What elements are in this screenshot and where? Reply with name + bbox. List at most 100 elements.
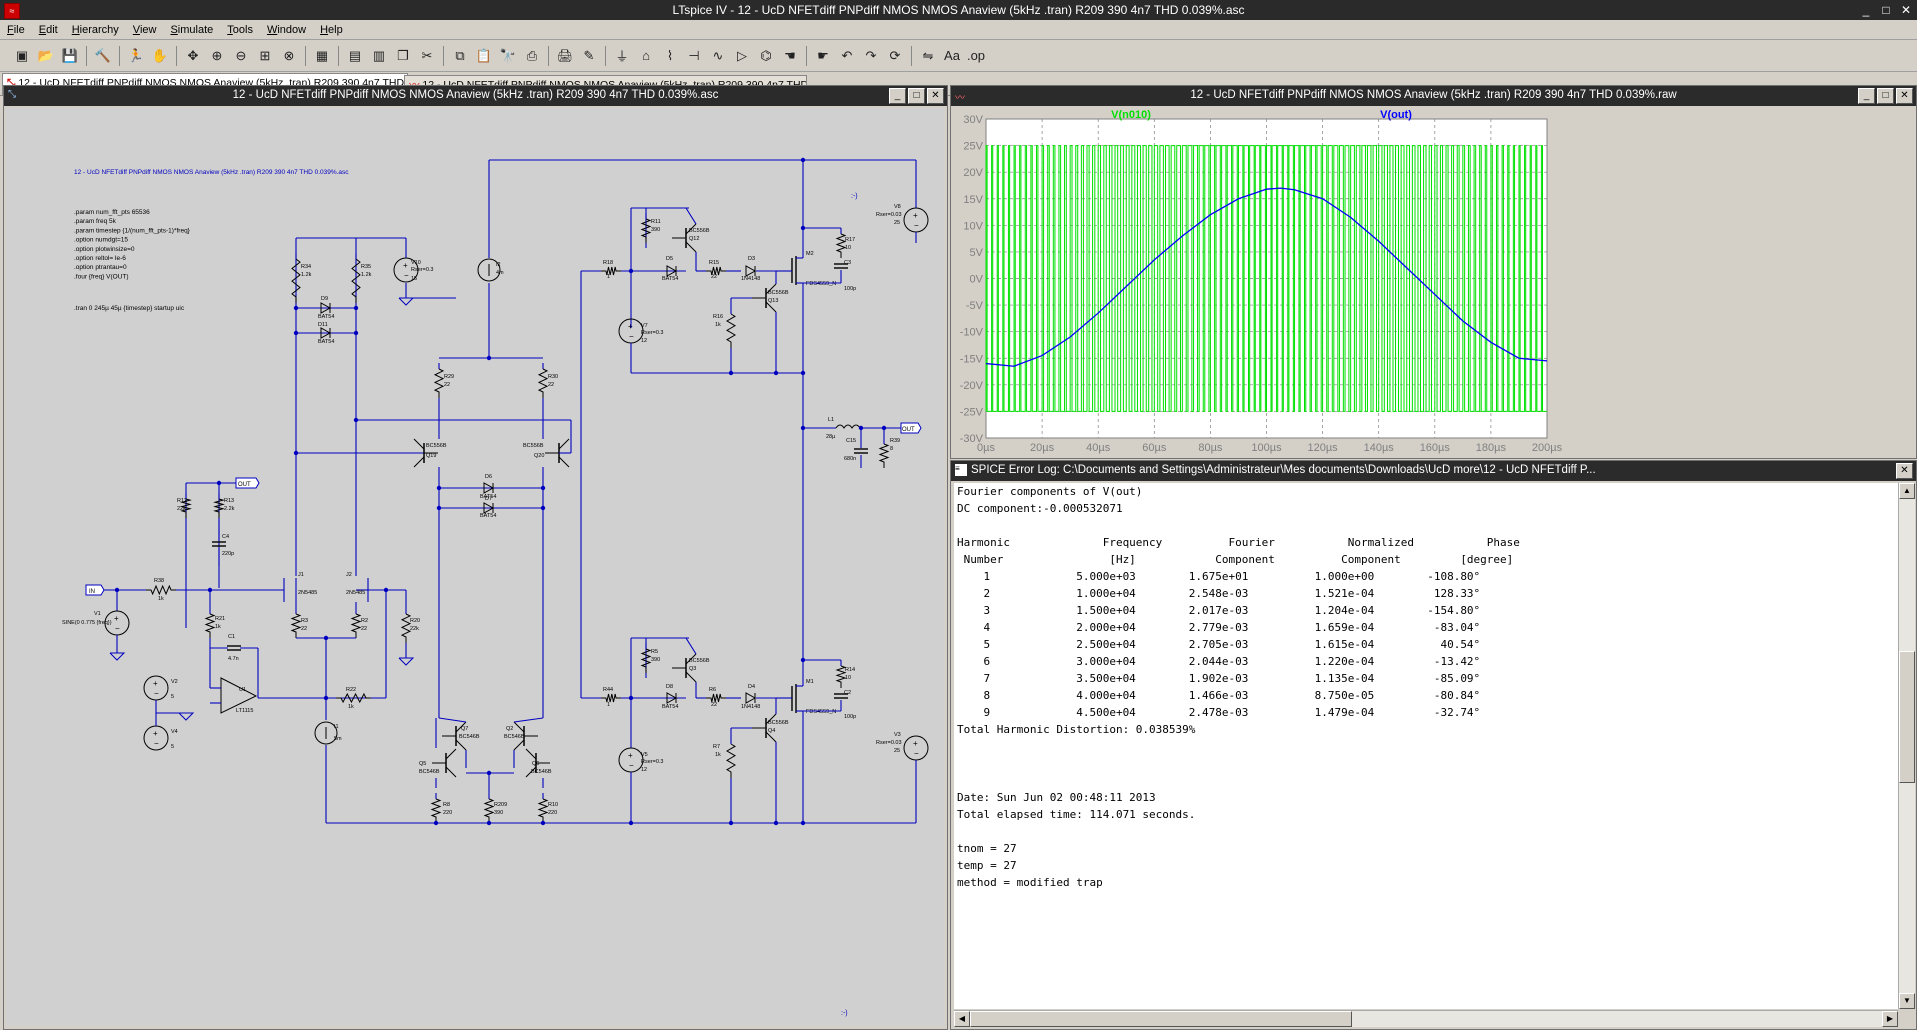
menu-view[interactable]: View [132, 23, 157, 36]
drag-icon[interactable]: ☛ [817, 47, 829, 63]
pan-icon[interactable]: ✥ [187, 47, 199, 63]
save-icon[interactable]: 💾 [61, 47, 79, 63]
scroll-down-icon[interactable]: ▼ [1899, 993, 1915, 1009]
maximize-button[interactable]: □ [1877, 88, 1894, 104]
close-icon[interactable]: ✕ [1900, 3, 1912, 17]
text-icon[interactable]: Aa [944, 48, 960, 63]
component-icon[interactable]: ⌬ [760, 47, 772, 63]
net-label-in [85, 584, 105, 596]
menu-help[interactable]: Help [320, 23, 343, 36]
component-label: Q7 [461, 726, 468, 732]
component-label: R20 [410, 618, 420, 624]
label-net-icon[interactable]: ⌂ [642, 48, 650, 63]
copy-icon[interactable]: ⧉ [455, 47, 465, 63]
component-label: Q3 [689, 666, 696, 672]
print-icon[interactable]: 🖨 [556, 47, 574, 63]
spice-directive: .option ptrantau=0 [74, 264, 127, 271]
component-label: FDS4559_N [806, 281, 836, 287]
fourier-header-2: Number [Hz] Component Component [degree] [957, 553, 1514, 566]
log-line: DC component:-0.000532071 [957, 502, 1123, 515]
component-label: C2 [844, 690, 851, 696]
component-label: R18 [603, 260, 613, 266]
open-icon[interactable]: 📂 [37, 47, 55, 63]
zoom-in-icon[interactable]: ⊕ [211, 47, 223, 63]
source-plus-icon: + [403, 261, 408, 270]
ground-icon[interactable]: ⏚ [615, 49, 629, 64]
scroll-thumb[interactable] [970, 1011, 1352, 1027]
tile-horizontal-icon[interactable]: ▤ [348, 47, 362, 63]
diode-symbol [666, 265, 678, 277]
redo-icon[interactable]: ↷ [865, 47, 877, 63]
error-log-text[interactable]: Fourier components of V(out) DC componen… [954, 483, 1898, 1009]
resistor-icon[interactable]: ⌇ [666, 47, 674, 63]
print-setup-icon[interactable]: ⎙ [526, 47, 538, 63]
maximize-button[interactable]: □ [908, 88, 925, 104]
component-label: 1k [215, 624, 221, 630]
source-minus-icon: − [629, 332, 634, 341]
menu-tools[interactable]: Tools [227, 23, 253, 36]
ltspice-logo-icon[interactable]: ≈ [4, 3, 20, 19]
diode-icon[interactable]: ▷ [737, 47, 747, 63]
close-button[interactable]: ✕ [1896, 88, 1913, 104]
component-label: 1 [607, 702, 610, 708]
component-label: I1 [334, 724, 339, 730]
scroll-right-icon[interactable]: ▶ [1882, 1011, 1898, 1027]
schematic-canvas[interactable]: 12 - UcD NFETdiff PNPdiff NMOS NMOS Anav… [6, 108, 945, 1026]
control-panel-icon[interactable]: 🔨 [94, 47, 112, 63]
draw-wire-icon[interactable]: ✎ [583, 47, 595, 63]
menu-simulate[interactable]: Simulate [170, 23, 214, 36]
find-icon[interactable]: 🔭 [499, 47, 517, 63]
run-icon[interactable]: 🏃 [127, 47, 145, 63]
autorange-icon[interactable]: ▦ [315, 47, 329, 63]
move-icon[interactable]: ☚ [784, 47, 796, 63]
close-button[interactable]: ✕ [1896, 463, 1913, 479]
scroll-left-icon[interactable]: ◀ [954, 1011, 970, 1027]
rotate-icon[interactable]: ⟳ [889, 47, 901, 63]
component-label: 390 [651, 227, 660, 233]
transistor-symbol [685, 671, 697, 683]
zoom-fit-icon[interactable]: ⊞ [259, 47, 271, 63]
cut-icon[interactable]: ✂ [421, 47, 433, 63]
spice-directive-icon[interactable]: .op [966, 48, 986, 63]
tile-vertical-icon[interactable]: ▥ [372, 47, 386, 63]
menu-edit[interactable]: Edit [38, 23, 58, 36]
tran-directive: .tran 0 245µ 45µ {timestep} startup uic [74, 305, 185, 312]
minimize-button[interactable]: _ [889, 88, 906, 104]
undo-icon[interactable]: ↶ [841, 47, 853, 63]
current-source-symbol [314, 721, 338, 745]
menu-hierarchy[interactable]: Hierarchy [71, 23, 119, 36]
source-minus-icon: − [914, 749, 919, 758]
halt-icon[interactable]: ✋ [151, 47, 169, 63]
schematic-window: ⤡ 12 - UcD NFETdiff PNPdiff NMOS NMOS An… [3, 85, 948, 1030]
scroll-up-icon[interactable]: ▲ [1899, 483, 1915, 499]
component-label: R209 [494, 802, 507, 808]
capacitor-icon[interactable]: ⊣ [688, 47, 700, 63]
component-label: BC546B [419, 769, 440, 775]
close-button[interactable]: ✕ [927, 88, 944, 104]
menu-file[interactable]: File [7, 23, 25, 36]
new-schematic-icon[interactable]: ▣ [15, 47, 29, 63]
inductor-icon[interactable]: ∿ [712, 47, 724, 63]
scroll-thumb[interactable] [1899, 651, 1915, 783]
component-label: 10 [845, 245, 851, 251]
maximize-icon[interactable]: □ [1882, 3, 1890, 17]
wire-junction [486, 820, 492, 826]
legend-v-n010: V(n010) [1111, 109, 1151, 121]
mirror-icon[interactable]: ⇋ [922, 47, 934, 63]
source-plus-icon: + [913, 211, 918, 220]
component-label: BAT54 [318, 314, 334, 320]
minimize-button[interactable]: _ [1858, 88, 1875, 104]
log-vertical-scrollbar[interactable]: ▲ ▼ [1898, 483, 1915, 1009]
x-tick-label: 120µs [1307, 442, 1338, 454]
menu-window[interactable]: Window [266, 23, 307, 36]
minimize-icon[interactable]: _ [1862, 3, 1870, 17]
component-label: Q4 [768, 728, 775, 734]
component-label: R35 [361, 264, 371, 270]
paste-icon[interactable]: 📋 [475, 47, 493, 63]
cascade-icon[interactable]: ❐ [397, 47, 409, 63]
log-horizontal-scrollbar[interactable]: ◀ ▶ [954, 1010, 1898, 1027]
zoom-out-icon[interactable]: ⊖ [235, 47, 247, 63]
y-tick-label: -5V [966, 300, 984, 312]
zoom-cancel-icon[interactable]: ⊗ [283, 47, 295, 63]
